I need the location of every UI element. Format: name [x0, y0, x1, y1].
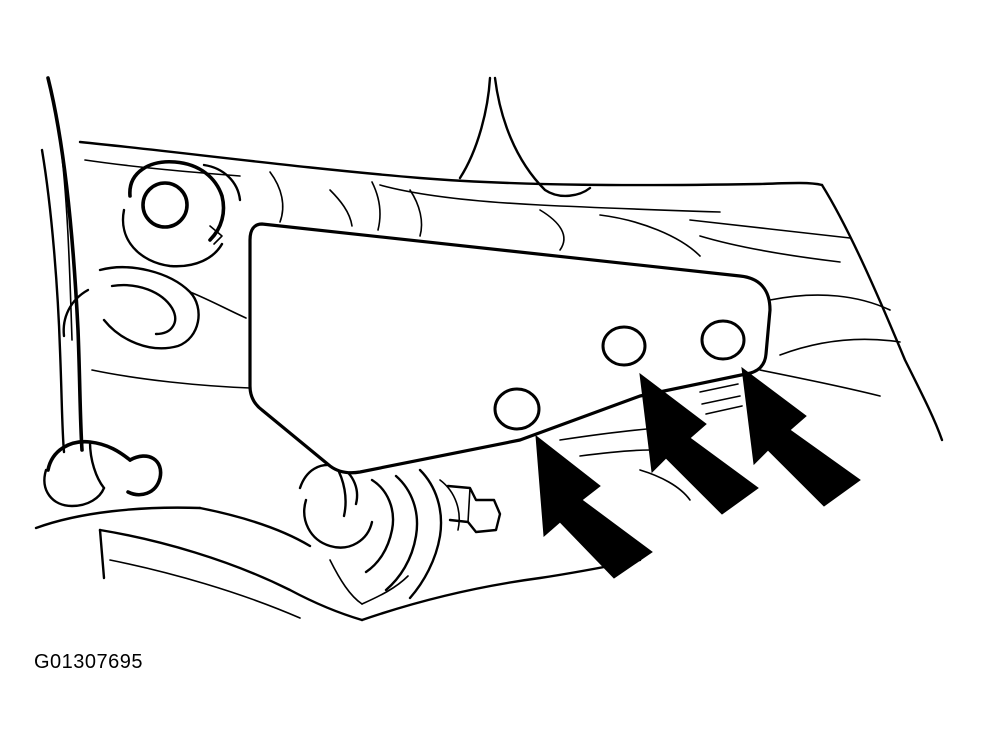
figure-id-label: G01307695	[34, 651, 144, 673]
bolt-holes	[493, 319, 746, 431]
hole-2	[601, 325, 647, 367]
cover-plate	[248, 222, 772, 475]
arrow-2	[639, 372, 759, 515]
pointer-arrows	[535, 366, 861, 579]
arrow-3	[741, 366, 861, 507]
background-structure	[34, 76, 944, 622]
hole-1	[493, 387, 541, 431]
arrow-1	[535, 434, 653, 579]
hole-3	[700, 319, 746, 361]
